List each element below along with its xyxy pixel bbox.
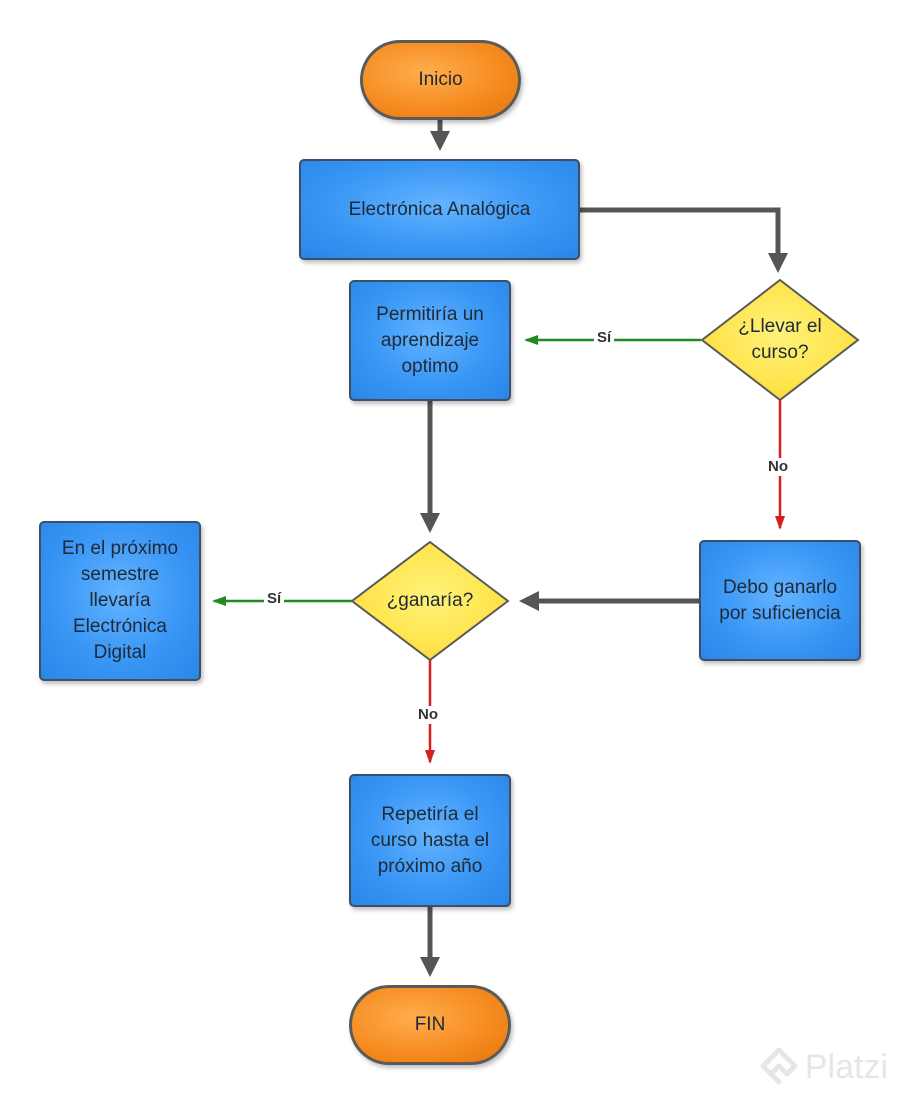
process-suficiencia: Debo ganarlo por suficiencia xyxy=(699,540,861,661)
edge-label-ganaria-si: Sí xyxy=(264,590,285,608)
process-aprendizaje-optimo-label: Permitiría un aprendizaje optimo xyxy=(376,303,484,377)
start-terminal-label: Inicio xyxy=(418,69,463,90)
connector-analogica-to-llevar xyxy=(580,207,788,273)
edge-label-llevar-si: Sí xyxy=(594,329,615,347)
decision-llevar-curso-label: ¿Llevar el curso? xyxy=(738,316,822,363)
decision-ganaria-label: ¿ganaría? xyxy=(386,590,474,611)
end-terminal-label: FIN xyxy=(414,1014,446,1035)
decision-llevar-curso: ¿Llevar el curso? xyxy=(722,308,838,372)
edge-label-ganaria-no: No xyxy=(415,706,441,724)
decision-ganaria: ¿ganaría? xyxy=(366,586,494,616)
platzi-watermark-text: Platzi xyxy=(804,1047,888,1086)
start-terminal: Inicio xyxy=(360,40,521,120)
process-proximo-semestre-label: En el próximo semestre llevaría Electrón… xyxy=(61,538,179,663)
edge-label-llevar-no: No xyxy=(765,458,791,476)
platzi-watermark: Platzi xyxy=(759,1047,888,1087)
process-repetiria-label: Repetiría el curso hasta el próximo año xyxy=(370,803,490,877)
end-terminal: FIN xyxy=(349,985,511,1065)
process-aprendizaje-optimo: Permitiría un aprendizaje optimo xyxy=(349,280,511,401)
process-electronica-analogica-label: Electrónica Analógica xyxy=(348,198,531,220)
decision-llevar-curso-shape xyxy=(700,278,860,402)
process-proximo-semestre: En el próximo semestre llevaría Electrón… xyxy=(39,521,201,681)
process-suficiencia-label: Debo ganarlo por suficiencia xyxy=(719,576,841,624)
decision-ganaria-shape xyxy=(350,540,510,662)
process-repetiria: Repetiría el curso hasta el próximo año xyxy=(349,774,511,907)
platzi-logo-icon xyxy=(760,1047,798,1085)
process-electronica-analogica: Electrónica Analógica xyxy=(299,159,580,260)
